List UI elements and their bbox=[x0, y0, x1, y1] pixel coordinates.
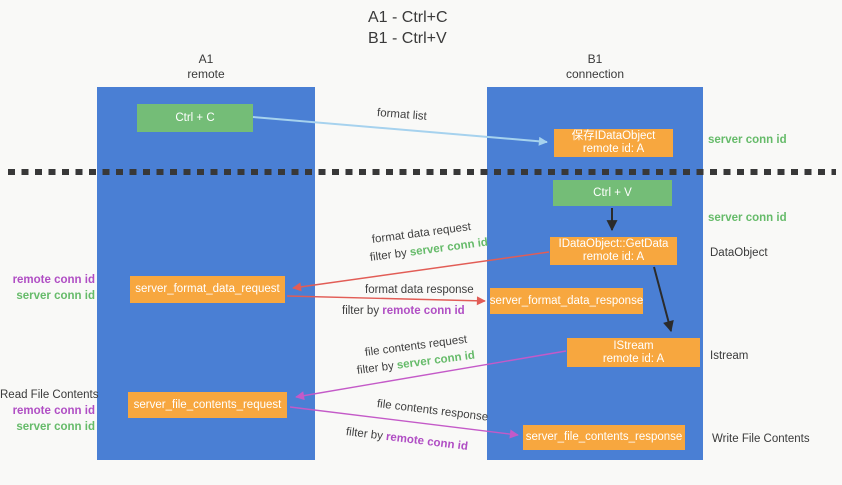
title-line-1: A1 - Ctrl+C bbox=[368, 9, 448, 26]
left-server-conn-id: server conn id bbox=[16, 290, 95, 302]
server-format-data-response-label: server_format_data_response bbox=[489, 294, 644, 307]
dotted-separator-line bbox=[8, 169, 836, 175]
save-idataobject-line1: 保存IDataObject bbox=[571, 130, 656, 142]
left-server-conn-id-2: server conn id bbox=[16, 421, 95, 433]
ctrl-v-box: Ctrl + V bbox=[553, 180, 672, 206]
title-line-2: B1 - Ctrl+V bbox=[368, 30, 447, 47]
left-conn-id-group-format: remote conn id server conn id bbox=[0, 272, 95, 304]
filter-by-text: filter by bbox=[369, 246, 411, 264]
save-idataobject-line2: remote id: A bbox=[582, 143, 645, 155]
format-data-response-arrow bbox=[286, 295, 486, 306]
column-b-name: B1 bbox=[587, 52, 603, 66]
idataobject-getdata-box: IDataObject::GetData remote id: A bbox=[550, 237, 677, 265]
read-file-contents-label: Read File Contents bbox=[0, 389, 99, 401]
left-conn-id-group-file: Read File Contents remote conn id server… bbox=[0, 387, 99, 435]
remote-conn-id-text: remote conn id bbox=[385, 430, 469, 453]
filter-by-text: filter by bbox=[356, 359, 398, 377]
file-contents-response-label: file contents response bbox=[376, 398, 489, 424]
getdata-line2: remote id: A bbox=[582, 251, 645, 263]
ctrl-c-box: Ctrl + C bbox=[137, 104, 253, 132]
column-a-role: remote bbox=[187, 67, 225, 81]
server-file-contents-response-box: server_file_contents_response bbox=[523, 425, 685, 450]
istream-line1: IStream bbox=[613, 339, 654, 352]
remote-conn-id-text: remote conn id bbox=[382, 305, 465, 317]
filter-by-text: filter by bbox=[342, 305, 383, 317]
column-b-role: connection bbox=[565, 67, 625, 81]
getdata-line1: IDataObject::GetData bbox=[558, 238, 669, 250]
format-list-label: format list bbox=[376, 107, 428, 123]
server-format-data-request-box: server_format_data_request bbox=[130, 276, 285, 303]
server-format-data-request-label: server_format_data_request bbox=[135, 283, 280, 295]
column-a-name: A1 bbox=[198, 52, 214, 66]
file-contents-response-filter-label: filter by remote conn id bbox=[345, 426, 468, 453]
ctrl-c-label: Ctrl + C bbox=[175, 111, 215, 124]
diagram-title: A1 - Ctrl+C B1 - Ctrl+V bbox=[368, 7, 448, 49]
format-data-response-filter-label: filter by remote conn id bbox=[342, 305, 465, 317]
istream-box: IStream remote id: A bbox=[567, 338, 700, 367]
right-server-conn-id-top: server conn id bbox=[708, 134, 787, 146]
server-file-contents-response-label: server_file_contents_response bbox=[525, 431, 683, 443]
format-data-response-label: format data response bbox=[365, 284, 474, 296]
server-file-contents-request-label: server_file_contents_request bbox=[133, 398, 282, 411]
left-remote-conn-id: remote conn id bbox=[12, 274, 95, 286]
filter-by-text: filter by bbox=[345, 426, 387, 443]
left-remote-conn-id-2: remote conn id bbox=[12, 405, 95, 417]
save-idataobject-box: 保存IDataObject remote id: A bbox=[554, 129, 673, 157]
server-conn-id-text: server conn id bbox=[409, 236, 489, 259]
istream-side-label: Istream bbox=[710, 350, 749, 362]
ctrl-v-label: Ctrl + V bbox=[593, 186, 632, 199]
column-a-header: A1 remote bbox=[97, 52, 315, 82]
column-b-header: B1 connection bbox=[487, 52, 703, 82]
istream-line2: remote id: A bbox=[602, 352, 665, 365]
dataobject-label: DataObject bbox=[710, 247, 768, 259]
server-file-contents-request-box: server_file_contents_request bbox=[128, 392, 287, 418]
right-server-conn-id-mid: server conn id bbox=[708, 212, 787, 224]
write-file-contents-label: Write File Contents bbox=[712, 433, 810, 445]
server-format-data-response-box: server_format_data_response bbox=[490, 288, 643, 314]
